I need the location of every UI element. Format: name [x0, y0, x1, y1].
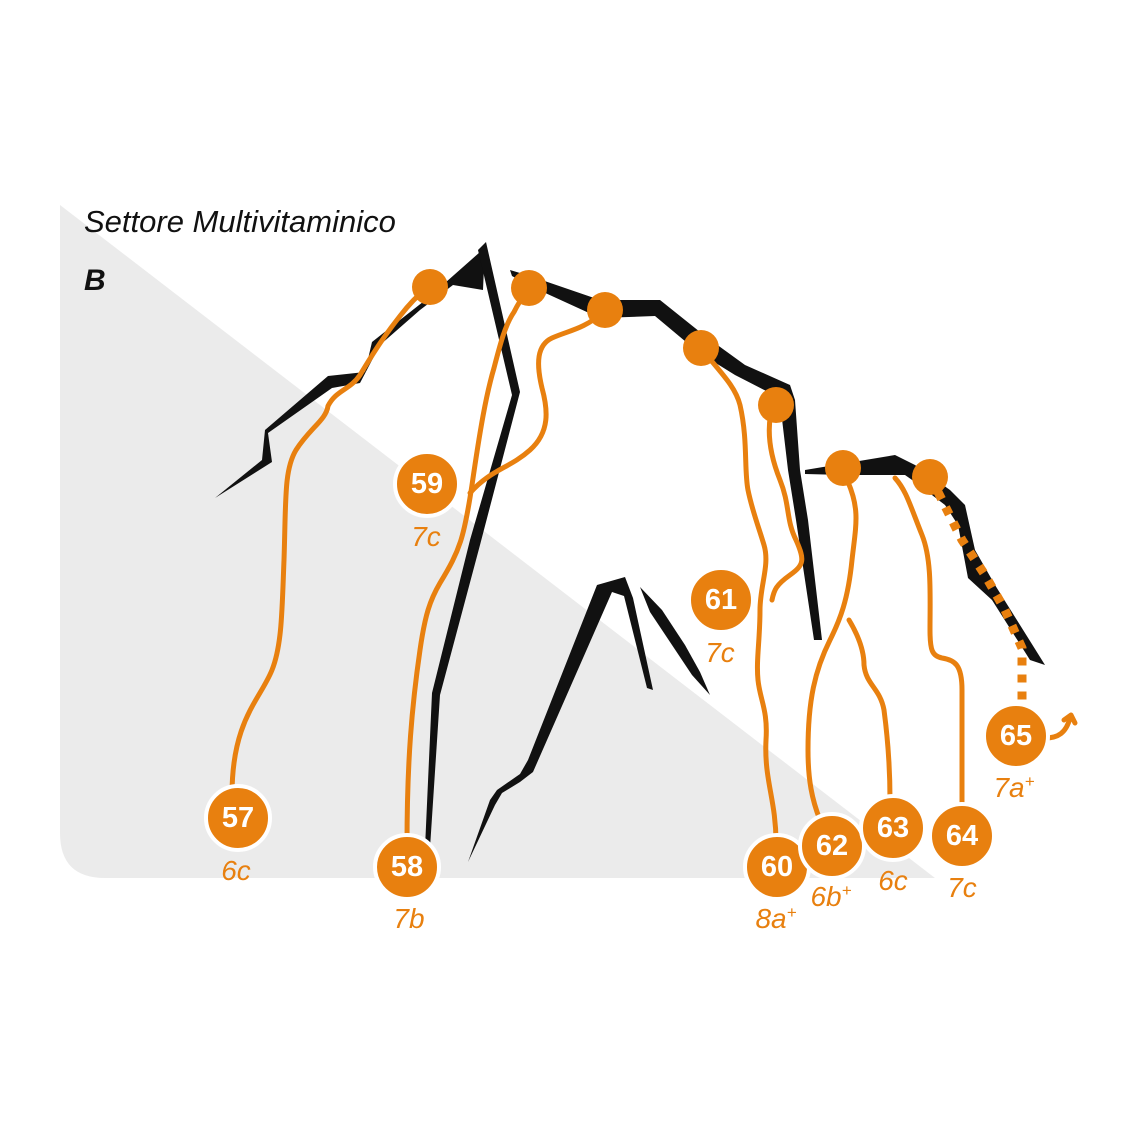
route-grade-57: 6c [221, 855, 251, 886]
sector-title: Settore Multivitaminico [84, 204, 396, 239]
rock-crack-right [780, 400, 822, 640]
route-badge-61: 61 [687, 566, 755, 634]
route-number: 58 [391, 851, 423, 883]
anchor [587, 292, 623, 328]
anchor [412, 269, 448, 305]
anchor [511, 270, 547, 306]
route-badge-64: 64 [928, 802, 996, 870]
route-number: 65 [1000, 720, 1032, 752]
route-line-59 [467, 309, 607, 496]
rock-flake-lower [468, 577, 653, 862]
rock-ridge-top [510, 270, 795, 415]
rock-flake-blade [640, 587, 710, 695]
route-number: 60 [761, 851, 793, 883]
route-line-58 [404, 285, 532, 848]
route-line-60 [698, 345, 779, 845]
route-grade-63: 6c [878, 865, 908, 896]
anchor [683, 330, 719, 366]
route-grade-64: 7c [947, 872, 977, 903]
route-grade-62: 6b+ [810, 881, 851, 912]
route-grade-61: 7c [705, 637, 735, 668]
route-line-62 [805, 479, 859, 823]
route-line-65-dotted [933, 489, 1027, 700]
route-grade-60: 8a+ [755, 903, 796, 934]
route-grade-65: 7a+ [993, 772, 1034, 803]
route-badge-58: 58 [373, 833, 441, 901]
anchors [412, 269, 948, 495]
route-line-61 [766, 399, 805, 603]
route-number: 62 [816, 830, 848, 862]
route-number: 57 [222, 802, 254, 834]
anchor [758, 387, 794, 423]
route-badge-59: 59 [393, 450, 461, 518]
background-shape [60, 205, 935, 878]
route-line-57 [229, 284, 431, 798]
route-badge-63: 63 [859, 794, 927, 862]
route-grade-58: 7b [393, 903, 424, 934]
route-number: 59 [411, 468, 443, 500]
route-line-64 [892, 475, 965, 811]
route-line-63 [846, 617, 893, 803]
anchor [825, 450, 861, 486]
route-grade-59: 7c [411, 521, 441, 552]
route-badge-65: 65 [982, 702, 1050, 770]
route-number: 63 [877, 812, 909, 844]
route-number: 64 [946, 820, 978, 852]
route-number: 61 [705, 584, 737, 616]
route-line-65-arrowhead [1061, 712, 1078, 726]
route-badge-62: 62 [798, 812, 866, 880]
route-lines [229, 284, 1078, 848]
route-badge-57: 57 [204, 784, 272, 852]
sector-letter: B [84, 264, 106, 297]
rock-ridge-left [215, 244, 485, 498]
rock-crack-main [425, 242, 520, 848]
anchor [912, 459, 948, 495]
